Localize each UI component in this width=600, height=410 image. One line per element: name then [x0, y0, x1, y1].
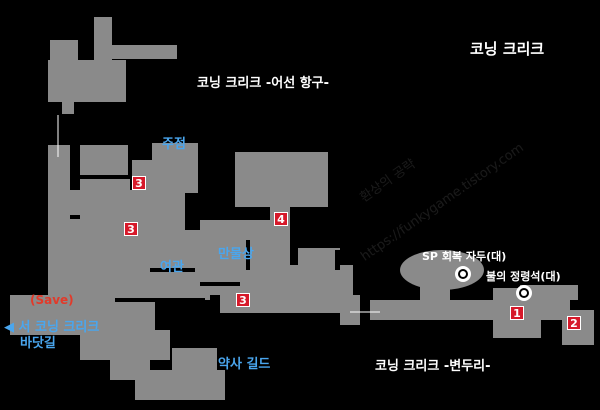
region-outskirts-label: 코닝 크리크 -변두리-	[375, 359, 491, 374]
tavern-label: 주점	[162, 137, 186, 152]
area-title: 코닝 크리크	[470, 40, 545, 58]
region-harbor-label: 코닝 크리크 -어선 항구-	[197, 76, 330, 91]
badge-3-tavern: 3	[132, 176, 146, 190]
inn-label: 여관	[160, 260, 184, 275]
west-exit-label[interactable]: ◀ 서 코닝 크리크	[4, 316, 99, 335]
badge-3-inn: 3	[124, 222, 138, 236]
badge-4-store: 4	[274, 212, 288, 226]
fire-spirit-label: 불의 정령석(대)	[486, 270, 561, 283]
badge-3-south: 3	[236, 293, 250, 307]
sp-vending-marker-icon[interactable]	[455, 266, 471, 282]
fire-spirit-marker-icon[interactable]	[516, 285, 532, 301]
west-exit-line2: 바닷길	[20, 336, 56, 351]
west-arrow-icon: ◀	[4, 320, 14, 335]
west-exit-line1: 서 코닝 크리크	[18, 320, 100, 335]
general-store-label: 만물상	[218, 247, 254, 262]
badge-2-east: 2	[567, 316, 581, 330]
sp-vending-label: SP 회복 자두(대)	[422, 250, 507, 263]
pharmacist-guild-label: 약사 길드	[218, 357, 271, 372]
badge-1-east: 1	[510, 306, 524, 320]
save-point-label: (Save)	[30, 293, 74, 307]
